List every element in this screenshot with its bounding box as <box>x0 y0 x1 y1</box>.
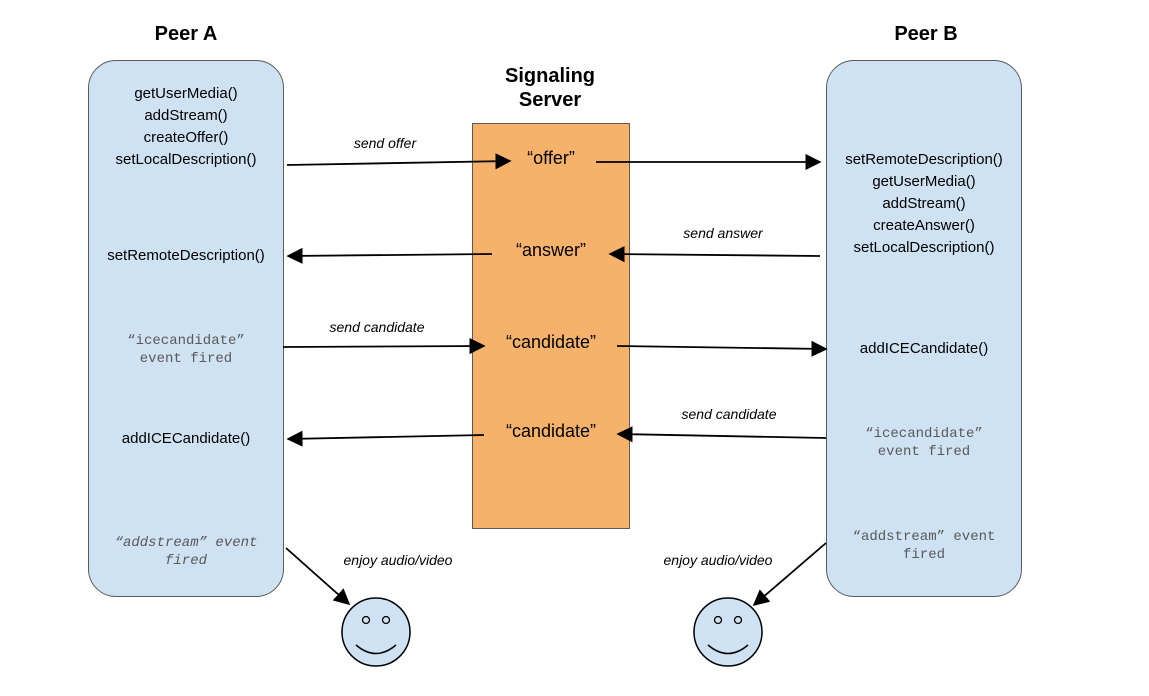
arrow-a-to-smiley <box>285 547 351 606</box>
peer-b-addicecandidate: addICECandidate() <box>859 340 989 357</box>
label-send-candidate-a: send candidate <box>329 319 425 335</box>
peer-b-box <box>826 60 1022 597</box>
label-send-candidate-b: send candidate <box>681 406 777 422</box>
peer-a-addstream-line1: “addstream” event <box>114 535 258 551</box>
signaling-server-title-line2: Server <box>518 89 582 111</box>
arrow-server-to-a-answer <box>286 247 493 264</box>
peer-a-title: Peer A <box>154 23 218 45</box>
smiley-face-icon <box>693 597 763 667</box>
peer-a-step-addstream: addStream() <box>144 107 228 124</box>
arrow-a-to-server-candidate <box>282 337 486 355</box>
arrow-server-to-a-candidate <box>286 430 485 447</box>
peer-b-step-getusermedia: getUserMedia() <box>872 173 976 190</box>
arrow-server-to-b-candidate <box>616 340 828 357</box>
peer-b-addstream-line2: fired <box>902 547 945 563</box>
arrow-b-to-smiley <box>752 542 827 607</box>
label-send-answer: send answer <box>683 225 763 241</box>
peer-b-icecandidate-line2: event fired <box>877 444 971 460</box>
peer-a-offer-steps: getUserMedia() addStream() createOffer()… <box>88 83 284 171</box>
server-message-candidate-b: “candidate” <box>505 421 597 441</box>
peer-b-step-addstream: addStream() <box>882 195 966 212</box>
arrow-a-to-server-offer <box>286 153 512 170</box>
peer-a-step-getusermedia: getUserMedia() <box>134 85 238 102</box>
peer-b-addstream-event: “addstream” event fired <box>826 528 1022 564</box>
peer-a-addstream-event: “addstream” event fired <box>88 534 284 570</box>
peer-a-icecandidate-line2: event fired <box>139 351 233 367</box>
server-message-answer: “answer” <box>515 240 586 260</box>
peer-b-step-setremotedescription: setRemoteDescription() <box>845 151 1003 168</box>
signaling-server-title: Signaling Server <box>470 64 630 112</box>
peer-a-setremotedescription: setRemoteDescription() <box>107 247 265 264</box>
peer-a-icecandidate-event: “icecandidate” event fired <box>88 332 284 368</box>
peer-b-icecandidate-line1: “icecandidate” <box>865 426 983 442</box>
peer-a-addicecandidate: addICECandidate() <box>121 430 251 447</box>
arrow-b-to-server-answer <box>608 246 821 263</box>
peer-b-icecandidate-event: “icecandidate” event fired <box>826 425 1022 461</box>
peer-a-box <box>88 60 284 597</box>
peer-b-addstream-line1: “addstream” event <box>852 529 996 545</box>
peer-b-step-createanswer: createAnswer() <box>873 217 975 234</box>
peer-a-icecandidate-line1: “icecandidate” <box>127 333 245 349</box>
label-send-offer: send offer <box>353 135 417 151</box>
peer-b-title: Peer B <box>894 23 958 45</box>
server-message-offer: “offer” <box>527 148 575 168</box>
server-message-candidate-a: “candidate” <box>505 332 597 352</box>
peer-a-addstream-line2: fired <box>164 553 207 569</box>
label-enjoy-a: enjoy audio/video <box>343 552 453 568</box>
arrow-b-to-server-candidate <box>616 426 827 443</box>
peer-b-step-setlocaldescription: setLocalDescription() <box>853 239 995 256</box>
peer-a-step-createoffer: createOffer() <box>143 129 229 146</box>
smiley-face-icon <box>341 597 411 667</box>
signaling-server-box <box>472 123 630 529</box>
peer-a-step-setlocaldescription: setLocalDescription() <box>115 151 257 168</box>
peer-b-answer-steps: setRemoteDescription() getUserMedia() ad… <box>826 149 1022 259</box>
signaling-server-title-line1: Signaling <box>505 65 595 87</box>
label-enjoy-b: enjoy audio/video <box>663 552 773 568</box>
